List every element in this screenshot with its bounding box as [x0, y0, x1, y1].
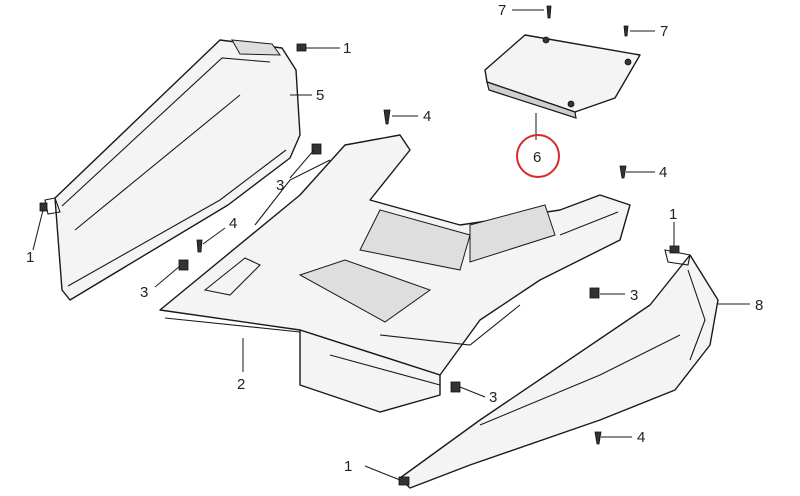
callout-3-right: 3	[630, 287, 638, 304]
part-5-left-panel	[44, 39, 301, 301]
callout-labels: 1 5 7 7 4 6 3 4 1 4 1 3 3 8 2 3 4 1	[26, 2, 763, 475]
part-8-right-skirt	[399, 249, 719, 489]
callout-1-bottom: 1	[344, 458, 352, 475]
callout-7-left: 7	[498, 2, 506, 19]
highlight-circle	[516, 134, 560, 178]
callout-2: 2	[237, 376, 245, 393]
callout-4-right: 4	[659, 164, 667, 181]
fasteners	[39, 5, 680, 486]
callout-3-bottom: 3	[489, 389, 497, 406]
callout-1-left: 1	[26, 249, 34, 266]
callout-1-top: 1	[343, 40, 351, 57]
callout-5: 5	[316, 87, 324, 104]
part-2-floor-panel	[159, 134, 631, 413]
callout-3-left: 3	[276, 177, 284, 194]
callout-4-bottom: 4	[637, 429, 645, 446]
callout-3-lower: 3	[140, 284, 148, 301]
callout-6: 6	[533, 149, 541, 166]
callout-4-top: 4	[423, 108, 431, 125]
callout-8: 8	[755, 297, 763, 314]
leader-lines	[32, 9, 750, 481]
callout-7-right: 7	[660, 23, 668, 40]
callout-4-mid: 4	[229, 215, 237, 232]
callout-1-right: 1	[669, 206, 677, 223]
part-6-access-cover	[484, 34, 641, 119]
